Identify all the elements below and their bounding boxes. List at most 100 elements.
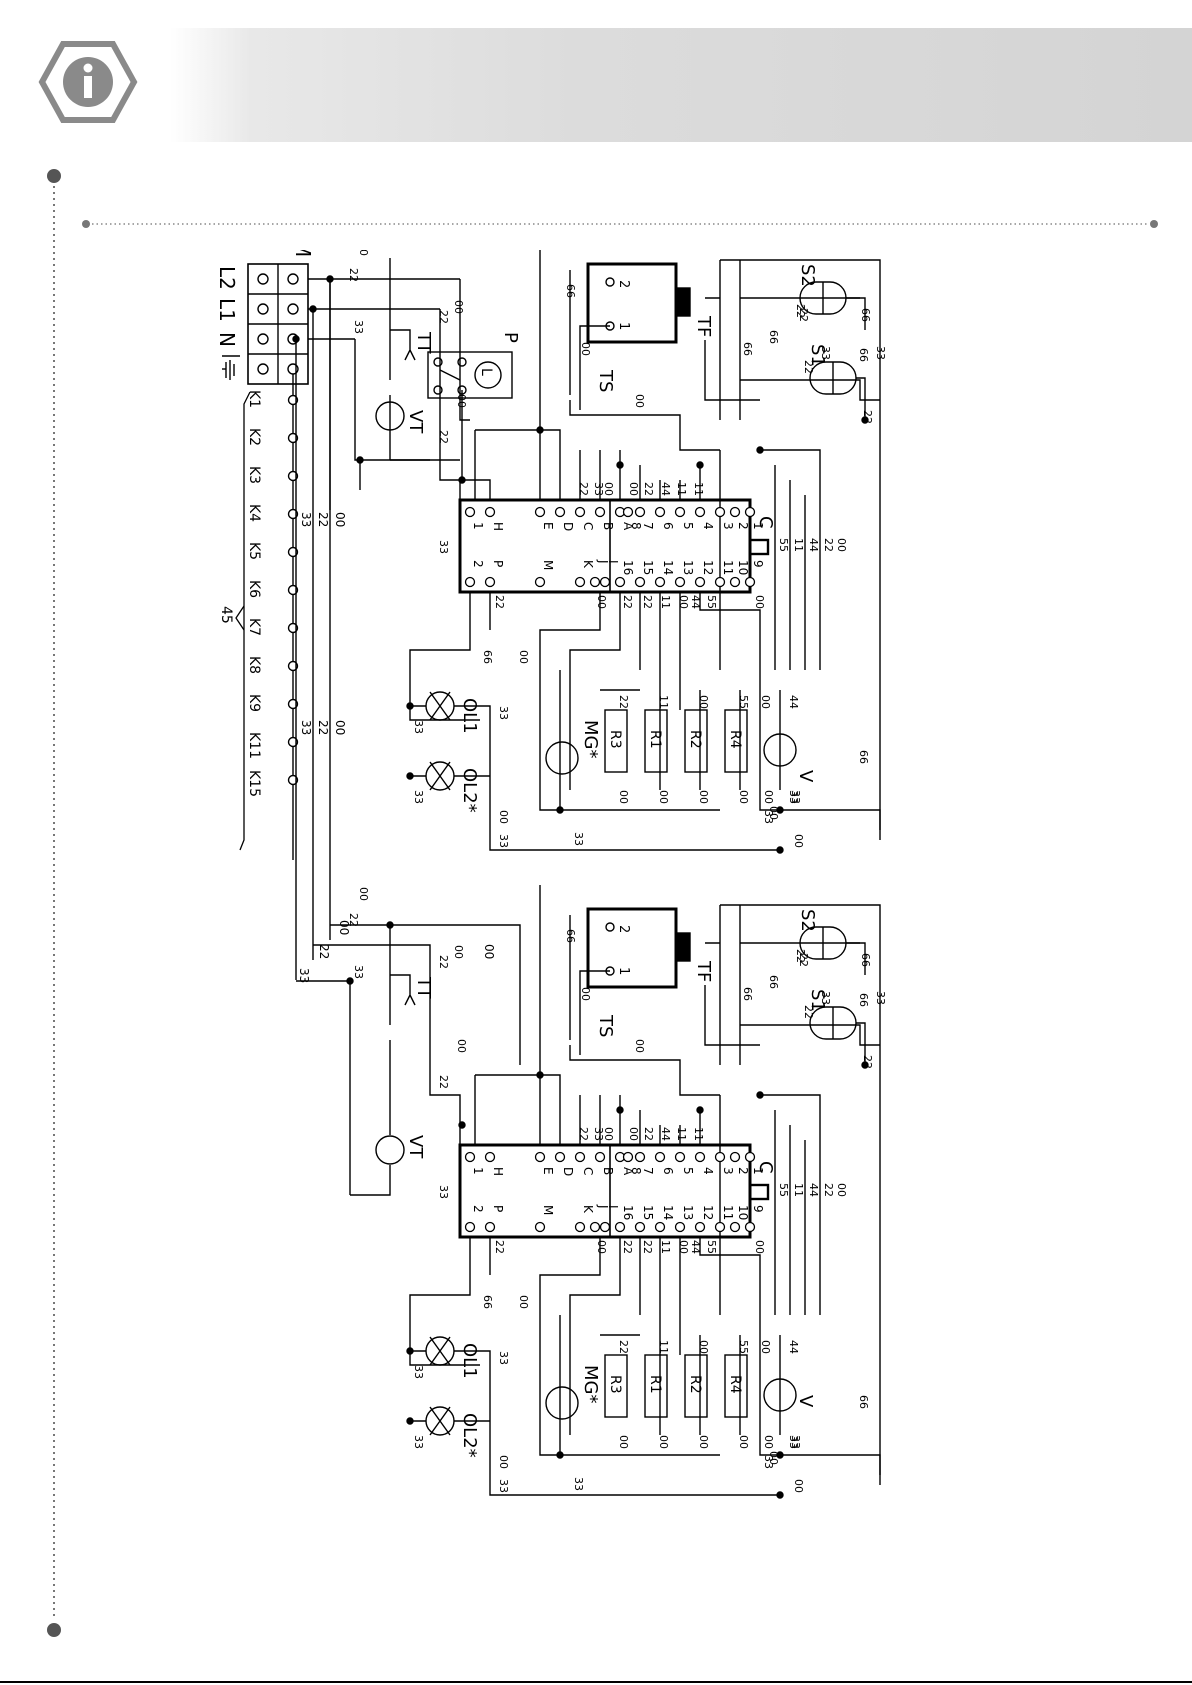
lower-top-pin-6: A [621,1167,635,1176]
upper-bottom-wire-7: 55 [705,595,718,609]
contactor-label-k7: K7 [246,618,262,636]
lower-top-wire-2: 00 [602,1127,615,1141]
upper-wire-m_66d: 66 [857,348,870,362]
board-pin [674,506,686,518]
upper-wire-m_00b: 00 [452,300,465,314]
lower-res-top-4: 00 [759,1340,772,1354]
lower-wire-m_66f: 66 [481,1295,494,1309]
lower-wire-m_33c: 33 [874,991,887,1005]
lower-bottom-wire-0: 22 [493,1240,506,1254]
lower-top-wire-1: 33 [592,1127,605,1141]
lower-right-wire-4: 00 [835,1183,848,1197]
upper-top-wire-7: 11 [692,482,705,496]
lower-label-v: V [795,1395,816,1408]
upper-label-v: V [795,770,816,783]
lower-res-top-0: 22 [617,1340,630,1354]
lower-wire-m_00g: 00 [517,1295,530,1309]
upper-res-bottom-0: 00 [617,790,630,804]
lower-wire-m_66b: 66 [767,975,780,989]
upper-wire-m_00g: 00 [517,650,530,664]
upper-bottom-pin-12: 10 [736,560,750,575]
upper-bottom-wire-3: 22 [641,595,654,609]
upper-top-wire-6: 11 [675,482,688,496]
lower-top-pin-12: 3 [721,1167,735,1175]
board-pin [484,1221,496,1233]
upper-top-pin-13: 2 [736,522,750,530]
lower-label-c: C [755,1161,776,1174]
earth-icon [222,355,240,380]
lower-res-top-5: 44 [787,1340,800,1354]
board-pin [574,1151,586,1163]
upper-tf-pin-1: 1 [616,322,631,330]
upper-top-pin-7: 8 [629,522,643,530]
upper-bottom-wire-1: 00 [595,595,608,609]
contactor-label-k15: K15 [246,770,262,797]
upper-label-s2: S2 [797,264,818,287]
board-pin [674,1221,686,1233]
lower-right-wire-1: 11 [792,1183,805,1197]
lower-res-bottom-5: 33 [787,1435,800,1449]
board-pin [694,1151,706,1163]
lower-wire-m_00h: 00 [767,1451,780,1465]
upper-res-top-0: 22 [617,695,630,709]
upper-top-pin-1: H [491,522,505,531]
lower-label-r2: R2 [687,1375,703,1394]
upper-top-pin-14: 1 [751,522,765,530]
upper-wire-m_00h: 00 [767,806,780,820]
lower-label-mg: MG* [580,1365,601,1403]
board-pin [729,1221,741,1233]
lower-wire-m_66g: 66 [857,1395,870,1409]
lower-wire-m_33g: 33 [762,1455,775,1469]
board-pin [729,506,741,518]
board-pin [694,1221,706,1233]
lower-wire-m_33h: 33 [789,1435,802,1449]
upper-right-wire-3: 22 [822,538,835,552]
upper-res-top-5: 44 [787,695,800,709]
lower-top-pin-9: 6 [661,1167,675,1175]
lower-bottom-pin-7: 15 [641,1205,655,1220]
upper-wire-m_22c: 22 [794,304,807,318]
lower-right-wire-2: 44 [807,1183,820,1197]
upper-bottom-pin-2: M [541,560,555,570]
upper-bottom-pin-4: J [596,559,610,564]
lower-label-r1: R1 [647,1375,663,1394]
lower-top-pin-11: 4 [701,1167,715,1175]
lower-label-tf: TF [693,960,714,982]
trunk-label-22-b: 22 [316,720,330,735]
upper-wire-m_33h: 33 [789,790,802,804]
lower-wire-m_22f: 22 [437,1075,450,1089]
upper-bottom-pin-11: 11 [721,560,735,575]
lower-top-wire-0: 22 [577,1127,590,1141]
board-pin [744,576,756,588]
upper-right-wire-0: 55 [777,538,790,552]
upper-top-pin-12: 3 [721,522,735,530]
board-pin [534,576,546,588]
contactor-label-k3: K3 [246,466,262,484]
board-pin [594,1151,606,1163]
upper-wire-m_33b: 33 [819,346,832,360]
board-pin [694,506,706,518]
board-pin [554,1151,566,1163]
lower-res-bottom-1: 00 [657,1435,670,1449]
upper-right-wire-2: 44 [807,538,820,552]
contactor-node [287,736,299,748]
board-pin [464,506,476,518]
upper-res-bottom-5: 33 [787,790,800,804]
lower-top-wire-3: 00 [627,1127,640,1141]
lower-label-r4: R4 [727,1375,743,1394]
lower-wire-m_66c: 66 [859,953,872,967]
control-board-lower [458,1143,770,1239]
lower-top-pin-1: H [491,1167,505,1176]
upper-label-ts: TS [595,369,616,392]
terminal-block: L2 L1 N M [215,250,315,385]
contactor-label-k4: K4 [246,504,262,522]
board-pin [694,576,706,588]
board-pin [574,506,586,518]
lower-label-r3: R3 [607,1375,623,1394]
upper-label-r4: R4 [727,730,743,749]
upper-wire-m_00: 00 [357,250,370,256]
lower-wire-m_33e: 33 [412,1365,425,1379]
upper-bottom-pin-13: 9 [751,560,765,568]
upper-wire-m_33k: 33 [437,540,450,554]
upper-wire-m_33i: 33 [497,834,510,848]
